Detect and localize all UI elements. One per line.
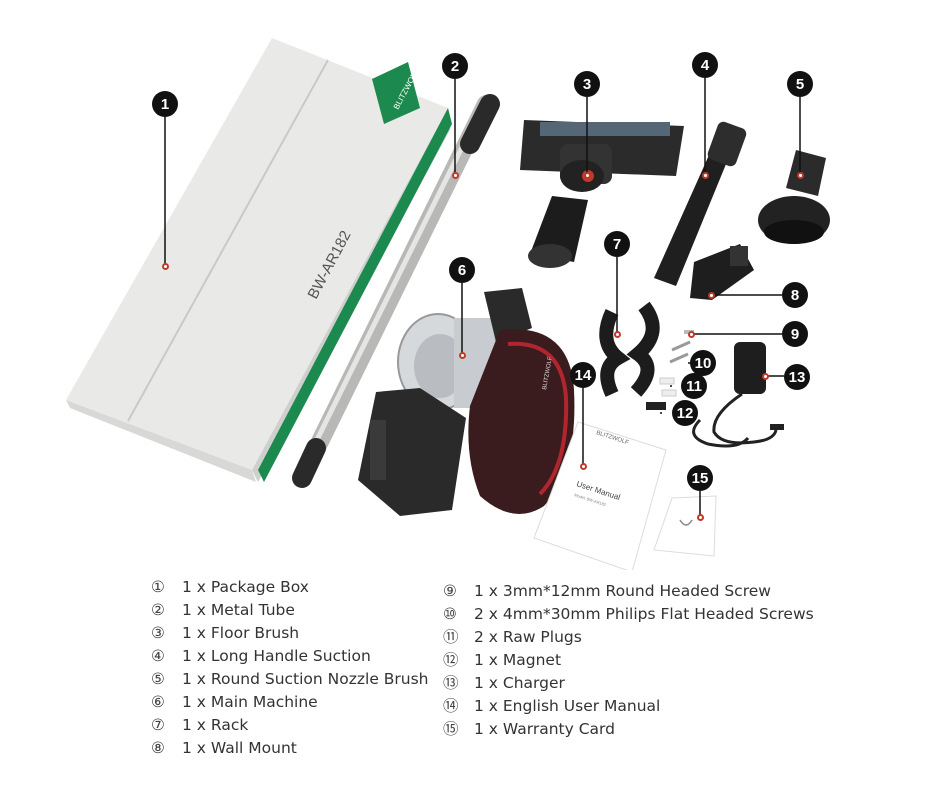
list-item: ⑮ 1 x Warranty Card: [443, 718, 814, 741]
package-box: BLITZWOLF BW-AR182: [66, 38, 452, 482]
pointer-dot: [162, 263, 169, 270]
user-manual: BLITZWOLF User Manual Model: BW-AR182: [533, 421, 667, 573]
item-number: ⑫: [443, 651, 459, 669]
warranty-card: [653, 495, 717, 557]
item-label: 1 x Long Handle Suction: [182, 647, 371, 665]
pointer-dot: [614, 331, 621, 338]
item-number: ⑪: [443, 628, 459, 646]
pointer-dot: [580, 463, 587, 470]
badge-12: 12: [672, 400, 698, 426]
item-label: 1 x Charger: [474, 674, 565, 692]
wall-mount: [690, 244, 754, 300]
badge-10: 10: [690, 350, 716, 376]
item-label: 1 x Main Machine: [182, 693, 318, 711]
badge-4: 4: [692, 52, 718, 78]
product-illustration: BLITZWOLF BW-AR182: [66, 38, 830, 573]
item-number: ④: [151, 647, 165, 665]
badge-6: 6: [449, 257, 475, 283]
item-number: ⑩: [443, 605, 457, 623]
badge-15: 15: [687, 465, 713, 491]
round-nozzle-brush: [758, 150, 830, 244]
item-number: ⑤: [151, 670, 165, 688]
badge-13: 13: [784, 364, 810, 390]
item-number: ①: [151, 578, 165, 596]
item-number: ⑧: [151, 739, 165, 757]
badge-11: 11: [681, 373, 707, 399]
item-number: ⑥: [151, 693, 165, 711]
list-item: ④ 1 x Long Handle Suction: [151, 645, 429, 668]
item-label: 1 x Floor Brush: [182, 624, 300, 642]
badge-2: 2: [442, 53, 468, 79]
list-item: ⑨ 1 x 3mm*12mm Round Headed Screw: [443, 580, 814, 603]
machine-brand-text: BLITZWOLF: [542, 356, 554, 391]
pointer-dot: [762, 373, 769, 380]
item-number: ⑬: [443, 674, 459, 692]
pointer-dot: [697, 514, 704, 521]
parts-list-right: ⑨ 1 x 3mm*12mm Round Headed Screw ⑩ 2 x 4m…: [443, 580, 814, 741]
item-label: 2 x Raw Plugs: [474, 628, 582, 646]
pointer-dot: [459, 352, 466, 359]
item-label: 2 x 4mm*30mm Philips Flat Headed Screws: [474, 605, 814, 623]
item-label: 1 x Warranty Card: [474, 720, 615, 738]
list-item: ⑤ 1 x Round Suction Nozzle Brush: [151, 668, 429, 691]
item-label: 1 x Wall Mount: [182, 739, 297, 757]
item-label: 1 x Metal Tube: [182, 601, 295, 619]
pointer-dot: [452, 172, 459, 179]
badge-8: 8: [782, 282, 808, 308]
list-item: ⑩ 2 x 4mm*30mm Philips Flat Headed Screws: [443, 603, 814, 626]
pointer-dot: [688, 331, 695, 338]
parts-list-left: ① 1 x Package Box ② 1 x Metal Tube ③ 1 x Fl…: [151, 576, 429, 760]
pointer-dot: [797, 172, 804, 179]
badge-14: 14: [570, 362, 596, 388]
long-handle-suction: [654, 121, 747, 286]
item-label: 1 x Round Suction Nozzle Brush: [182, 670, 429, 688]
list-item: ⑭ 1 x English User Manual: [443, 695, 814, 718]
item-number: ⑭: [443, 697, 459, 715]
item-number: ②: [151, 601, 165, 619]
pointer-dot: [702, 172, 709, 179]
item-label: 1 x English User Manual: [474, 697, 661, 715]
product-photo: BLITZWOLF BW-AR182: [66, 38, 830, 573]
list-item: ③ 1 x Floor Brush: [151, 622, 429, 645]
badge-7: 7: [604, 231, 630, 257]
item-number: ⑨: [443, 582, 457, 600]
list-item: ① 1 x Package Box: [151, 576, 429, 599]
list-item: ⑦ 1 x Rack: [151, 714, 429, 737]
charger: [692, 342, 784, 448]
main-machine: BLITZWOLF: [358, 288, 575, 516]
list-item: ⑫ 1 x Magnet: [443, 649, 814, 672]
item-label: 1 x Package Box: [182, 578, 309, 596]
pointer-dot: [584, 172, 591, 179]
item-number: ⑮: [443, 720, 459, 738]
list-item: ⑬ 1 x Charger: [443, 672, 814, 695]
rack: [599, 301, 660, 397]
item-number: ③: [151, 624, 165, 642]
item-label: 1 x Rack: [182, 716, 249, 734]
badge-3: 3: [574, 71, 600, 97]
pointer-dot: [708, 292, 715, 299]
list-item: ⑧ 1 x Wall Mount: [151, 737, 429, 760]
badge-9: 9: [782, 321, 808, 347]
floor-brush: [520, 120, 684, 268]
list-item: ⑪ 2 x Raw Plugs: [443, 626, 814, 649]
item-label: 1 x 3mm*12mm Round Headed Screw: [474, 582, 771, 600]
metal-tube: [292, 94, 500, 488]
list-item: ⑥ 1 x Main Machine: [151, 691, 429, 714]
badge-5: 5: [787, 71, 813, 97]
item-label: 1 x Magnet: [474, 651, 562, 669]
list-item: ② 1 x Metal Tube: [151, 599, 429, 622]
leader-lines: [164, 78, 801, 517]
badge-1: 1: [152, 91, 178, 117]
item-number: ⑦: [151, 716, 165, 734]
